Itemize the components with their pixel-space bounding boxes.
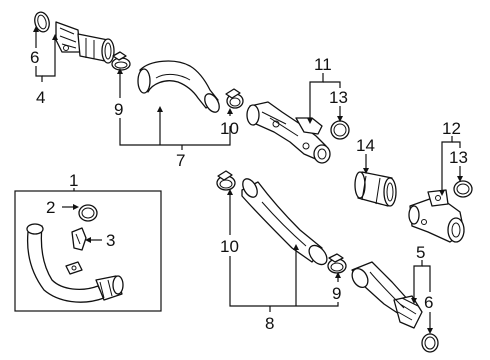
o-ring-part-13-upper (330, 120, 350, 140)
callout-8: 8 (265, 314, 274, 333)
callout-1: 1 (69, 171, 78, 190)
callout-11: 11 (314, 55, 332, 74)
callout-13-upper: 13 (329, 88, 348, 107)
callout-6-bottom: 6 (424, 293, 433, 312)
o-ring-part-6-bottom (421, 333, 439, 353)
callout-4: 4 (36, 88, 45, 107)
o-ring-part-13-right (453, 180, 473, 198)
coolant-hose-part-7 (137, 60, 220, 113)
part-1-group-box (14, 190, 162, 312)
callout-5: 5 (416, 243, 425, 262)
callout-12: 12 (442, 119, 461, 138)
bracket-part-3 (71, 227, 87, 251)
hose-clamp-part-10-top (225, 88, 244, 109)
callout-9-lower: 9 (332, 284, 341, 303)
callout-13-right: 13 (449, 148, 468, 167)
connector-tube-part-14 (354, 171, 397, 207)
hose-clamp-part-9-top (111, 51, 131, 71)
coolant-hose-part-8 (241, 178, 328, 266)
housing-part-12 (408, 189, 465, 243)
hose-clamp-part-10-middle (216, 170, 236, 191)
hose-clamp-part-9-lower (327, 253, 347, 274)
outlet-part-5 (351, 261, 423, 329)
callout-6-top: 6 (30, 48, 39, 67)
callout-9-top: 9 (114, 100, 123, 119)
callout-3: 3 (106, 231, 115, 250)
callout-2: 2 (46, 198, 55, 217)
pipe-assembly-part-1 (26, 223, 124, 303)
o-ring-part-2 (78, 204, 98, 222)
callout-7: 7 (176, 151, 185, 170)
callout-10-middle: 10 (220, 237, 239, 256)
callout-14: 14 (356, 136, 375, 155)
o-ring-part-6-top (34, 11, 50, 33)
outlet-housing-part-4 (55, 21, 115, 64)
callout-10-top: 10 (220, 119, 239, 138)
coolant-pipe-part-11 (246, 101, 331, 164)
